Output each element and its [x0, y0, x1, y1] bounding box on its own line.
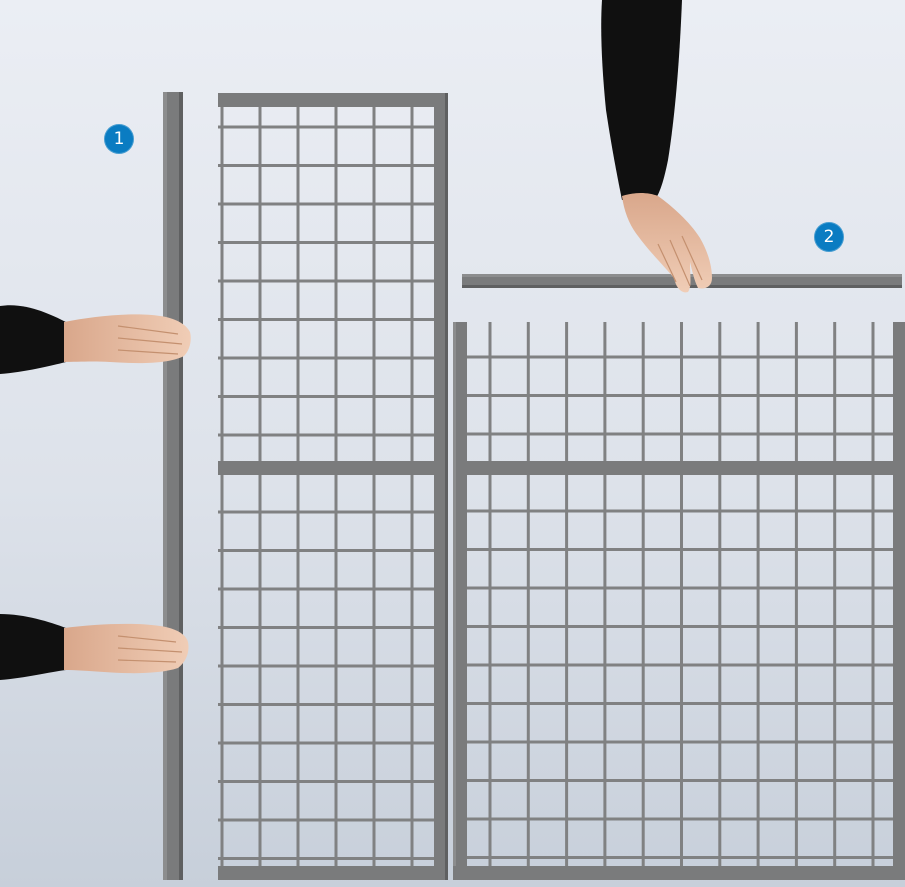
step-2-badge: 2 — [814, 222, 844, 252]
panel-right-bottom-rail — [453, 866, 905, 880]
step-1-badge: 1 — [104, 124, 134, 154]
panel-left-top-rail — [218, 93, 448, 107]
step-2-label: 2 — [824, 227, 835, 247]
vertical-post — [163, 92, 183, 880]
step-1-label: 1 — [114, 129, 125, 149]
panel-right-right-stile — [893, 322, 905, 880]
panel-left-bottom-rail — [218, 866, 448, 880]
panel-right-mid-rail — [467, 461, 893, 475]
panel-left-mid-rail — [218, 461, 436, 475]
